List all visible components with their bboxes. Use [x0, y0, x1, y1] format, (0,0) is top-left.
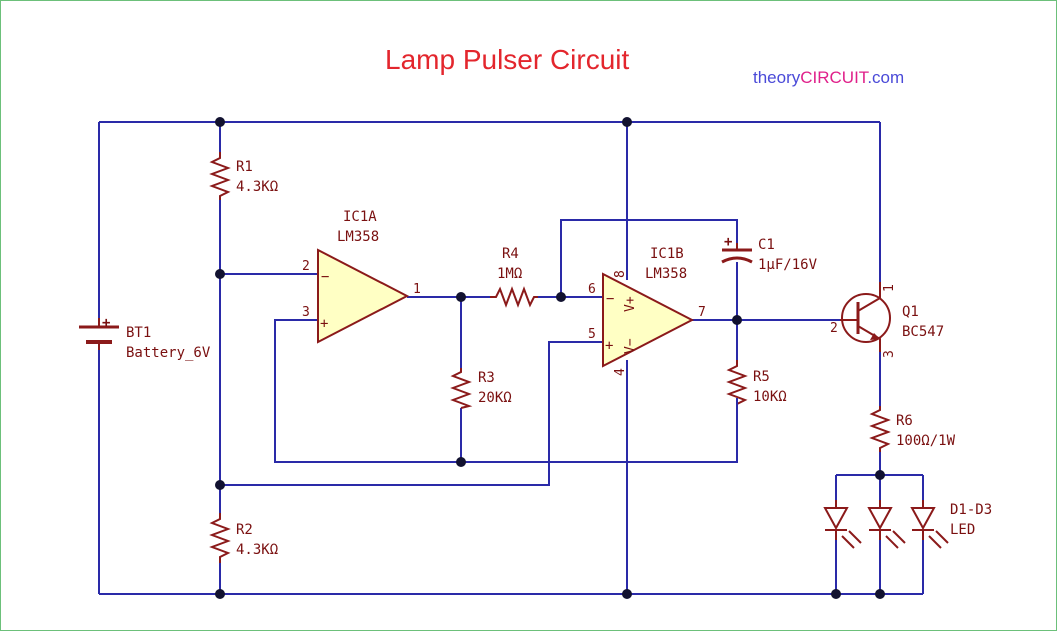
battery-plus-sign: +: [102, 315, 110, 331]
q1-pin1: 1: [882, 284, 897, 292]
ic1b-vminus-label: V−: [623, 338, 638, 354]
ic1b-value: LM358: [645, 266, 687, 282]
wire-ic1b-noninv: [220, 341, 603, 486]
brand-suffix: .com: [867, 68, 904, 87]
r4-value: 1MΩ: [497, 266, 522, 282]
ic1a-pin1: 1: [413, 282, 421, 297]
r2-symbol: [209, 513, 231, 563]
ic1b-pin8: 8: [613, 270, 628, 278]
ic1b-body: [602, 272, 695, 368]
q1-ref: Q1: [902, 304, 919, 320]
r2-value: 4.3KΩ: [236, 542, 278, 558]
r5-symbol: [726, 360, 748, 408]
brand-prefix: theory: [753, 68, 801, 87]
ic1a-noninv-sign: +: [320, 316, 328, 332]
junction-dot: [875, 589, 885, 599]
ic1a-pin3: 3: [302, 305, 310, 320]
junction-dot: [556, 292, 566, 302]
capacitor-c1[interactable]: + C1 1µF/16V: [721, 234, 818, 273]
battery-bt1[interactable]: + BT1 Battery_6V: [79, 315, 211, 361]
r5-ref: R5: [753, 369, 770, 385]
ic1b-ref: IC1B: [650, 246, 684, 262]
ic1b-pin6: 6: [588, 282, 596, 297]
q1-value: BC547: [902, 324, 944, 340]
led-d2: [867, 500, 906, 549]
junction-dot: [215, 589, 225, 599]
c1-plus-sign: +: [724, 234, 732, 250]
ic1b-noninv-sign: +: [605, 338, 613, 354]
r4-ref: R4: [502, 246, 519, 262]
wire-c1-feedback: [560, 219, 738, 297]
junction-dot: [875, 470, 885, 480]
r3-ref: R3: [478, 370, 495, 386]
junction-dot: [215, 480, 225, 490]
junction-dot: [456, 457, 466, 467]
ic1a-inv-sign: −: [321, 269, 329, 285]
resistor-r6[interactable]: R6 100Ω/1W: [869, 406, 956, 452]
resistor-r5[interactable]: R5 10KΩ: [726, 360, 787, 462]
r4-symbol: [490, 286, 538, 308]
brand-middle: CIRCUIT: [800, 68, 869, 87]
led-d1: [823, 500, 862, 549]
junction-dot: [732, 315, 742, 325]
c1-value: 1µF/16V: [758, 257, 818, 273]
junction-dot: [831, 589, 841, 599]
r1-ref: R1: [236, 159, 253, 175]
r6-symbol: [869, 406, 891, 452]
led-d3: [910, 500, 949, 549]
led-rays: [885, 530, 906, 549]
r2-ref: R2: [236, 522, 253, 538]
q1-pin2: 2: [830, 321, 838, 336]
c1-ref: C1: [758, 237, 775, 253]
ic1a-pin2: 2: [302, 259, 310, 274]
r3-value: 20KΩ: [478, 390, 512, 406]
ic1b-pin5: 5: [588, 327, 596, 342]
diagram-title: Lamp Pulser Circuit: [385, 44, 630, 75]
resistor-r1[interactable]: R1 4.3KΩ: [209, 152, 278, 200]
resistor-r4[interactable]: R4 1MΩ: [490, 246, 538, 308]
ic1b-inv-sign: −: [606, 291, 614, 307]
r5-value: 10KΩ: [753, 389, 787, 405]
resistor-r3[interactable]: R3 20KΩ: [450, 368, 512, 409]
junction-dot: [622, 589, 632, 599]
r6-ref: R6: [896, 413, 913, 429]
ic1a-value: LM358: [337, 229, 379, 245]
junction-dot: [456, 292, 466, 302]
leds-d1-d3[interactable]: D1-D3 LED: [823, 500, 992, 549]
resistor-r2[interactable]: R2 4.3KΩ: [209, 513, 278, 563]
q1-pin3: 3: [882, 350, 897, 358]
ic1b-pin4: 4: [613, 368, 628, 376]
wires: [98, 121, 924, 595]
q1-collector-lead: [857, 282, 881, 312]
r1-value: 4.3KΩ: [236, 179, 278, 195]
ic1b-pin7: 7: [698, 305, 706, 320]
led-rays: [928, 530, 949, 549]
opamp-ic1b[interactable]: − + 6 5 7 8 4 V+ V− IC1B LM358: [588, 246, 706, 376]
r1-symbol: [209, 152, 231, 200]
c1-plate-negative: [721, 256, 753, 264]
junction-dot: [215, 269, 225, 279]
junction-dot: [622, 117, 632, 127]
led-rays: [841, 530, 862, 549]
ic1a-body: [317, 248, 410, 344]
r3-symbol: [450, 368, 473, 409]
leds-value: LED: [950, 522, 975, 538]
brand-link[interactable]: theoryCIRCUIT.com: [753, 68, 904, 87]
ic1a-ref: IC1A: [343, 209, 377, 225]
r6-value: 100Ω/1W: [896, 433, 956, 449]
wire-led-cathodes: [835, 540, 924, 594]
junctions: [215, 117, 885, 599]
q1-emitter-arrow: [870, 333, 880, 340]
junction-dot: [215, 117, 225, 127]
leds-ref: D1-D3: [950, 502, 992, 518]
bt1-ref: BT1: [126, 325, 151, 341]
ic1b-vplus-label: V+: [623, 296, 638, 312]
bt1-value: Battery_6V: [126, 345, 211, 361]
q1-body: [841, 293, 891, 343]
transistor-q1[interactable]: 1 2 3 Q1 BC547: [830, 282, 944, 358]
opamp-ic1a[interactable]: − + 2 3 1 IC1A LM358: [302, 209, 421, 344]
